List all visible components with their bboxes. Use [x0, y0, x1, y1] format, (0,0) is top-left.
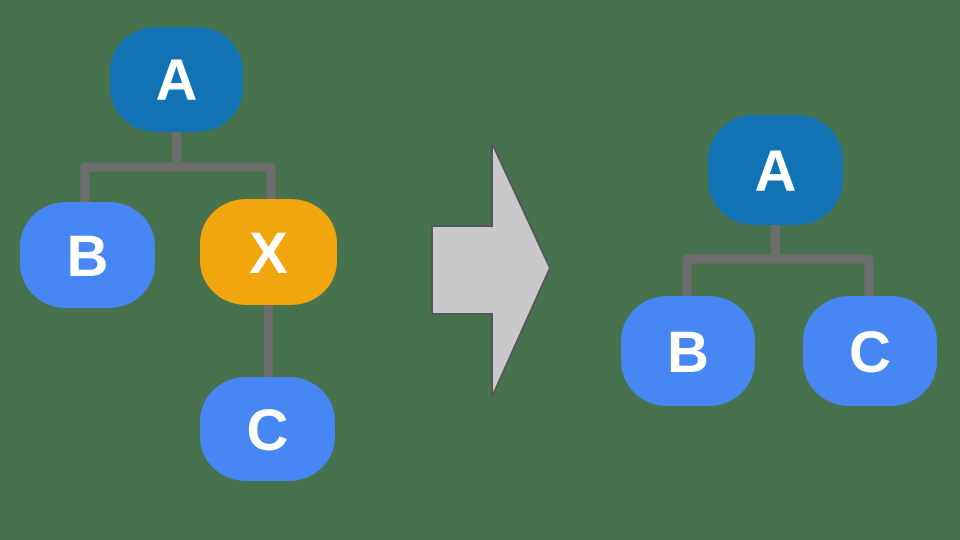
node-before-a-label: A: [156, 48, 198, 113]
node-before-a: [110, 27, 243, 132]
transform-right-arrow-icon: [431, 142, 552, 398]
node-after-a: [708, 115, 843, 225]
node-before-b-label: B: [67, 224, 109, 289]
node-before-c: [200, 377, 335, 481]
node-after-a-label: A: [755, 139, 797, 204]
node-after-b: [621, 296, 755, 406]
tree-before: A B X C: [20, 27, 337, 481]
tree-after: A B C: [621, 115, 937, 406]
node-after-b-label: B: [667, 320, 709, 385]
node-before-x: [200, 199, 337, 305]
node-before-c-label: C: [247, 398, 289, 463]
connector-a-to-b-and-c: [682, 220, 874, 305]
node-after-c-label: C: [849, 320, 891, 385]
node-after-c: [803, 296, 937, 406]
node-before-x-label: X: [249, 221, 288, 286]
node-before-b: [20, 202, 155, 308]
